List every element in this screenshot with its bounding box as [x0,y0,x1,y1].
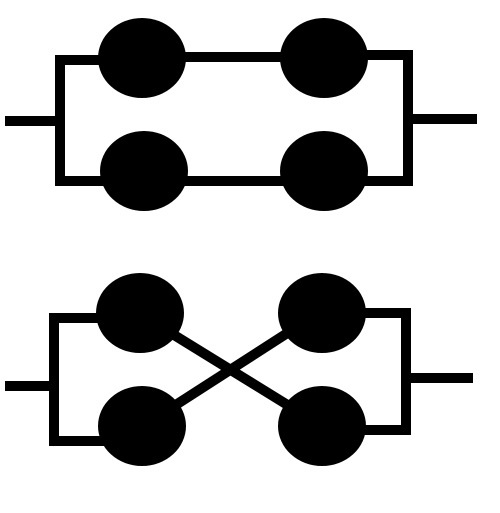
bottom-node-upper-right [278,273,366,353]
bottom-diagram [5,273,473,466]
top-node-lower-right [280,131,368,211]
top-node-lower-left [100,131,188,211]
bottom-node-upper-left [96,273,184,353]
bottom-node-lower-right [278,386,366,466]
top-node-upper-left [98,18,186,98]
top-node-upper-right [280,18,368,98]
bottom-node-lower-left [98,386,186,466]
top-diagram [5,18,477,211]
